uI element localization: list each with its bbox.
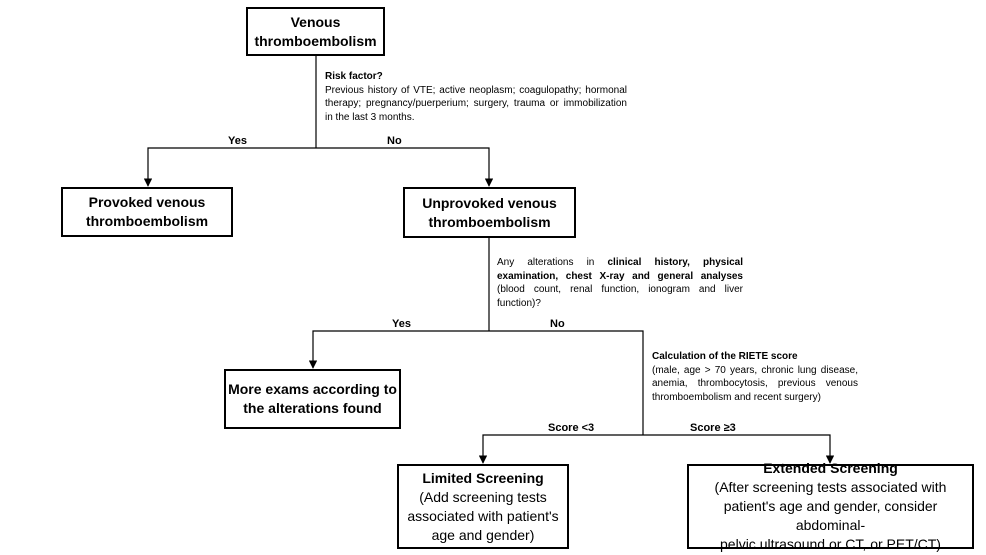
edge-no-1 xyxy=(316,147,494,187)
edge-no-2 xyxy=(489,330,644,435)
note-risk-factor: Risk factor? Previous history of VTE; ac… xyxy=(325,71,627,123)
edge-yes-1 xyxy=(143,147,316,187)
note-alterations: Any alterations in clinical history, phy… xyxy=(497,257,743,309)
node-unprovoked: Unprovoked venous thromboembolism xyxy=(403,187,576,238)
node-extended-screening: Extended Screening (After screening test… xyxy=(687,460,974,552)
edge-score-low xyxy=(478,434,643,464)
note-riete-score: Calculation of the RIETE score (male, ag… xyxy=(652,351,858,403)
extended-title: Extended Screening xyxy=(763,460,898,476)
node-limited-screening: Limited Screening (Add screening tests a… xyxy=(397,464,569,549)
label-yes-2: Yes xyxy=(392,318,411,330)
label-no-1: No xyxy=(387,135,402,147)
label-score-low: Score <3 xyxy=(548,422,595,434)
edge-score-high xyxy=(643,434,835,464)
label-score-high: Score ≥3 xyxy=(690,422,736,434)
limited-title: Limited Screening xyxy=(422,469,544,486)
node-venous-thromboembolism: Venous thromboembolism xyxy=(246,7,385,56)
node-provoked: Provoked venous thromboembolism xyxy=(61,187,233,237)
label-yes-1: Yes xyxy=(228,135,247,147)
label-no-2: No xyxy=(550,318,565,330)
node-more-exams: More exams according to the alterations … xyxy=(224,369,401,429)
edge-yes-2 xyxy=(308,330,489,369)
